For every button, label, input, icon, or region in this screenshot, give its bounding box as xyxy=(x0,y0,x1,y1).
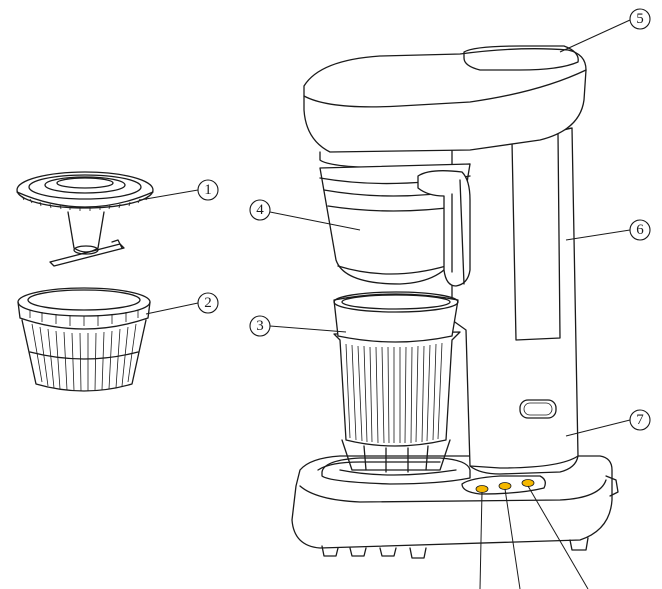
leader-1 xyxy=(139,189,199,201)
callout-5: 5 xyxy=(629,8,651,30)
leader-button-1 xyxy=(479,491,483,589)
leader-lines xyxy=(139,19,631,589)
control-button-1[interactable] xyxy=(475,485,489,493)
callout-4-label: 4 xyxy=(256,202,264,218)
callout-1-label: 1 xyxy=(204,182,212,198)
leader-button-2 xyxy=(504,488,521,589)
callout-3: 3 xyxy=(249,315,271,337)
part-2-filter-basket xyxy=(17,287,151,392)
callout-2: 2 xyxy=(197,292,219,314)
callout-1: 1 xyxy=(197,179,219,201)
leader-3 xyxy=(269,325,347,333)
callout-4: 4 xyxy=(249,199,271,221)
coffee-maker-body xyxy=(291,45,619,559)
callout-7-label: 7 xyxy=(636,412,644,428)
leader-5 xyxy=(559,19,631,53)
cup-inner xyxy=(333,293,459,343)
callout-7: 7 xyxy=(629,409,651,431)
callout-6: 6 xyxy=(629,219,651,241)
control-button-2[interactable] xyxy=(498,482,512,490)
callout-3-label: 3 xyxy=(256,318,264,334)
callout-2-label: 2 xyxy=(204,295,212,311)
top-lid xyxy=(303,48,587,153)
tower-window xyxy=(519,399,557,419)
leader-2 xyxy=(145,302,199,315)
leader-6 xyxy=(565,229,631,241)
callout-5-label: 5 xyxy=(636,11,644,27)
part-1-filter-lid xyxy=(16,171,154,267)
cup-sleeve xyxy=(333,331,461,447)
leader-7 xyxy=(565,419,631,437)
leader-button-3 xyxy=(527,485,589,589)
control-button-3[interactable] xyxy=(521,479,535,487)
leader-4 xyxy=(269,211,361,231)
callout-6-label: 6 xyxy=(636,222,644,238)
